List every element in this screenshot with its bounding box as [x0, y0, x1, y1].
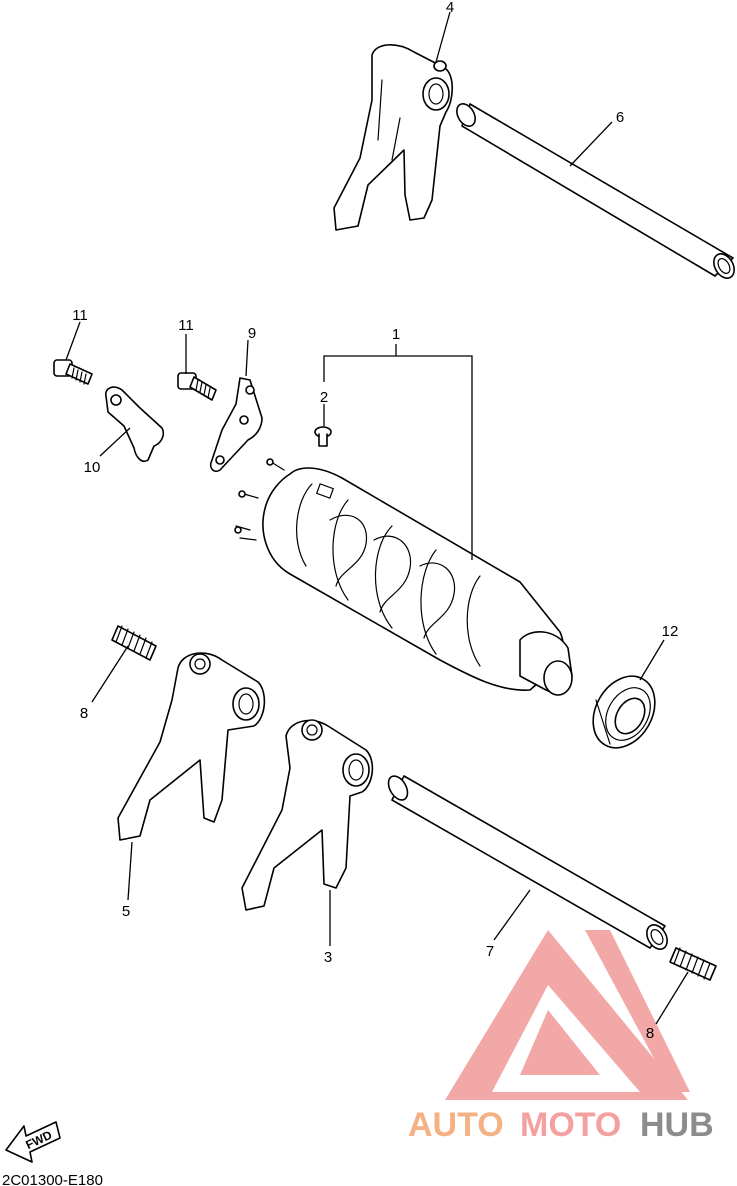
part-8-spring-right	[669, 947, 717, 981]
part-4-shift-fork	[333, 44, 454, 231]
part-5-shift-fork	[117, 652, 266, 841]
part-8-spring-left	[111, 625, 157, 661]
callout-7: 7	[486, 943, 494, 960]
part-1-shift-drum	[234, 458, 573, 696]
part-12-bearing	[592, 675, 656, 749]
callout-1: 1	[392, 326, 400, 343]
callout-2: 2	[320, 389, 328, 406]
callout-11-right: 11	[178, 317, 194, 334]
part-6-shaft	[456, 103, 735, 279]
callout-3: 3	[324, 949, 332, 966]
callout-5: 5	[122, 903, 130, 920]
part-2-pin	[314, 426, 332, 447]
callout-6: 6	[616, 109, 624, 126]
watermark-auto: AUTO	[408, 1106, 504, 1144]
leader-lines	[65, 11, 689, 1025]
callout-9: 9	[248, 325, 256, 342]
callout-10: 10	[84, 459, 101, 476]
diagram-code: 2C01300-E180	[2, 1172, 103, 1186]
part-10-stopper-lever	[104, 386, 165, 463]
part-11-bolt-right	[177, 372, 217, 401]
part-11-bolt-left	[53, 359, 93, 385]
callout-11-left: 11	[72, 307, 88, 324]
watermark-text: AUTO MOTO HUB	[408, 1106, 714, 1144]
fwd-arrow: FWD	[5, 1121, 61, 1163]
callout-8-left: 8	[80, 705, 88, 722]
watermark-hub: HUB	[640, 1106, 714, 1144]
part-3-shift-fork	[241, 719, 374, 911]
watermark-moto: MOTO	[520, 1106, 621, 1144]
part-7-shaft	[387, 775, 668, 950]
callout-4: 4	[446, 0, 454, 16]
watermark-logo	[445, 930, 690, 1100]
callout-12: 12	[662, 623, 679, 640]
part-9-plate	[209, 377, 263, 473]
callouts: 1 2 3 4 5 6 7 8 8 9 10 11 11 12	[72, 0, 678, 1042]
callout-8-right: 8	[646, 1025, 654, 1042]
